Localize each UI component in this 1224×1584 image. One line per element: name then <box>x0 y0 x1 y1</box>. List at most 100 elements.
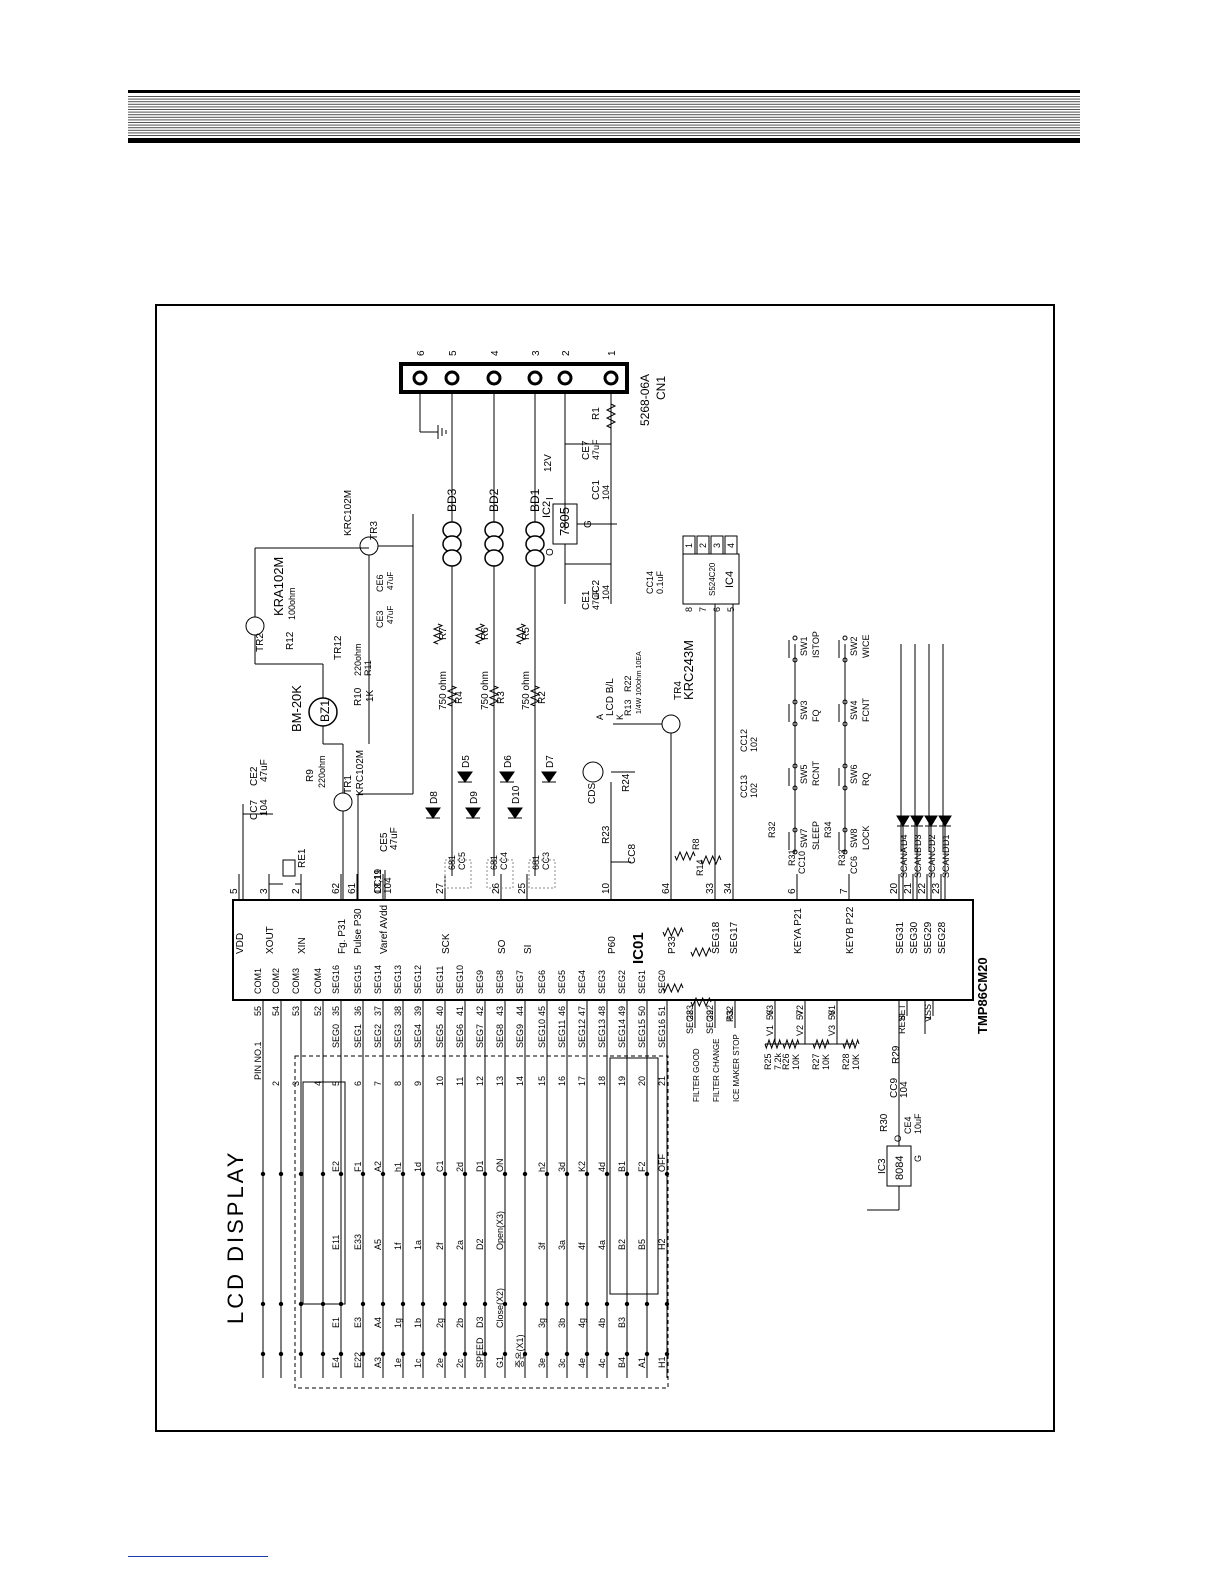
misc-cap-value: 102 <box>749 783 759 798</box>
header-hairline <box>128 127 1080 129</box>
junction-dot <box>502 1171 508 1177</box>
diode-ref: D7 <box>545 755 556 768</box>
misc-resistor <box>662 926 684 938</box>
diode-ref: D5 <box>461 755 472 768</box>
scan-net-label: SCAND <box>941 846 951 878</box>
misc-cap-ref: CC10 <box>797 851 807 874</box>
lcd-seg-label: SEG12 <box>577 1019 587 1048</box>
power-part-ref: CC1 <box>591 480 602 500</box>
ic01-top-pin-number: 23 <box>931 882 942 894</box>
resistor-750 <box>488 685 500 707</box>
junction-dot <box>420 1351 426 1357</box>
r9-ref: R9 <box>305 769 316 782</box>
lcd-segment-col4: 4c <box>597 1358 607 1368</box>
ic01-part: TMP86CM20 <box>975 957 990 1034</box>
ce5-val: 47uF <box>389 827 400 850</box>
diode-symbol <box>541 771 557 783</box>
lcd-segment-col1: B1 <box>617 1161 627 1172</box>
ic01-bottom-pin-number: 56 <box>765 1010 775 1020</box>
lcd-segment-col3: 4b <box>597 1318 607 1328</box>
junction-dot <box>320 1351 326 1357</box>
cds-ref: CDS <box>587 783 598 804</box>
ic01-left-pin-name: COM2 <box>271 968 281 994</box>
lcd-segment-col3: E3 <box>353 1317 363 1328</box>
ic01-left-pin-name: COM1 <box>253 968 263 994</box>
misc-resistor-ref: R33 <box>837 849 847 866</box>
lcd-ic-pin-number: 52 <box>313 1006 323 1016</box>
backlight-label: LCD B/L <box>605 678 616 716</box>
ce4-val: 10uF <box>913 1113 923 1134</box>
junction-dot <box>564 1171 570 1177</box>
ic01-bottom-pin-name: RESET <box>897 1003 907 1034</box>
lcd-ic-pin-number: 43 <box>495 1006 505 1016</box>
pullup-resistor <box>474 623 486 645</box>
diode-ref: D10 <box>511 785 522 804</box>
indicator-label: FILTER GOOD <box>692 1048 701 1102</box>
ic01-top-pin-number: 7 <box>839 888 850 894</box>
lcd-seg-label: SEG14 <box>617 1019 627 1048</box>
junction-dot <box>584 1171 590 1177</box>
header-hairline <box>128 111 1080 113</box>
r11-val: 220ohm <box>353 643 363 676</box>
pullup-ref: R7 <box>438 627 449 640</box>
lcd-segment-col2: 2f <box>435 1242 445 1250</box>
resistor-750 <box>446 685 458 707</box>
filter-cap-outline <box>528 859 556 889</box>
power-part-value: 104 <box>601 485 611 500</box>
cn1-pin <box>412 370 428 386</box>
junction-dot <box>320 1301 326 1307</box>
ce3-ref: CE3 <box>375 610 385 628</box>
junction-dot <box>624 1301 630 1307</box>
bz1-part: BM-20K <box>289 685 304 732</box>
resistor-750-value: 750 ohm <box>521 671 532 710</box>
lcd-seg-label: SEG7 <box>475 1024 485 1048</box>
ic01-bottom-pin-name: VSS <box>923 1004 933 1022</box>
ground-symbol <box>437 425 447 439</box>
lcd-seg-label: SEG6 <box>455 1024 465 1048</box>
lcd-segment-col1: ON <box>495 1159 505 1173</box>
lcd-segment-col1: h1 <box>393 1162 403 1172</box>
bead-ref: BD2 <box>487 488 501 512</box>
header-band <box>128 90 1080 143</box>
lcd-seg-label: SEG4 <box>413 1024 423 1048</box>
ic01-left-pin-name: SEG3 <box>597 970 607 994</box>
lcd-segment-col4: H1 <box>657 1356 667 1368</box>
lcd-segment-col3: 1g <box>393 1318 403 1328</box>
switch-ref: SW5 <box>799 764 809 784</box>
switch-label: SLEEP <box>811 821 821 850</box>
resonator-re1 <box>282 859 296 877</box>
lcd-seg-label: SEG13 <box>597 1019 607 1048</box>
cn1-pin <box>486 370 502 386</box>
junction-dot <box>624 1351 630 1357</box>
ic01-top-pin-name: SEG29 <box>923 921 934 954</box>
lcd-pin-number: 5 <box>331 1081 341 1086</box>
lcd-segment-col1: 4d <box>597 1162 607 1172</box>
misc-resistor <box>674 850 696 862</box>
junction-dot <box>442 1351 448 1357</box>
regulator-ref: IC2 <box>541 501 553 518</box>
header-hairline <box>128 96 1080 97</box>
backlight-wiring <box>613 723 672 900</box>
switch-ref: SW2 <box>849 636 859 656</box>
eeprom-pin-box <box>710 535 724 555</box>
header-hairline <box>128 98 1080 100</box>
misc-resistor <box>690 946 712 958</box>
ic01-left-pin-name: SEG8 <box>495 970 505 994</box>
ladder-resistor-value: 10K <box>851 1054 861 1070</box>
ce2-ref: CE2 <box>249 766 260 786</box>
ic01-left-pin-name: COM4 <box>313 968 323 994</box>
header-hairline <box>128 129 1080 131</box>
scan-diode-ref: D1 <box>941 834 951 846</box>
lcd-segment-col2: E11 <box>331 1235 341 1250</box>
junction-dot <box>462 1301 468 1307</box>
resistor-750-value: 750 ohm <box>438 671 449 710</box>
diode-ref: D6 <box>503 755 514 768</box>
lcd-ic-pin-number: 54 <box>271 1006 281 1016</box>
lcd-segment-col3: E1 <box>331 1317 341 1328</box>
junction-dot <box>278 1351 284 1357</box>
ic01-left-pin-name: SEG1 <box>637 970 647 994</box>
diode-symbol <box>457 771 473 783</box>
junction-dot <box>338 1171 344 1177</box>
